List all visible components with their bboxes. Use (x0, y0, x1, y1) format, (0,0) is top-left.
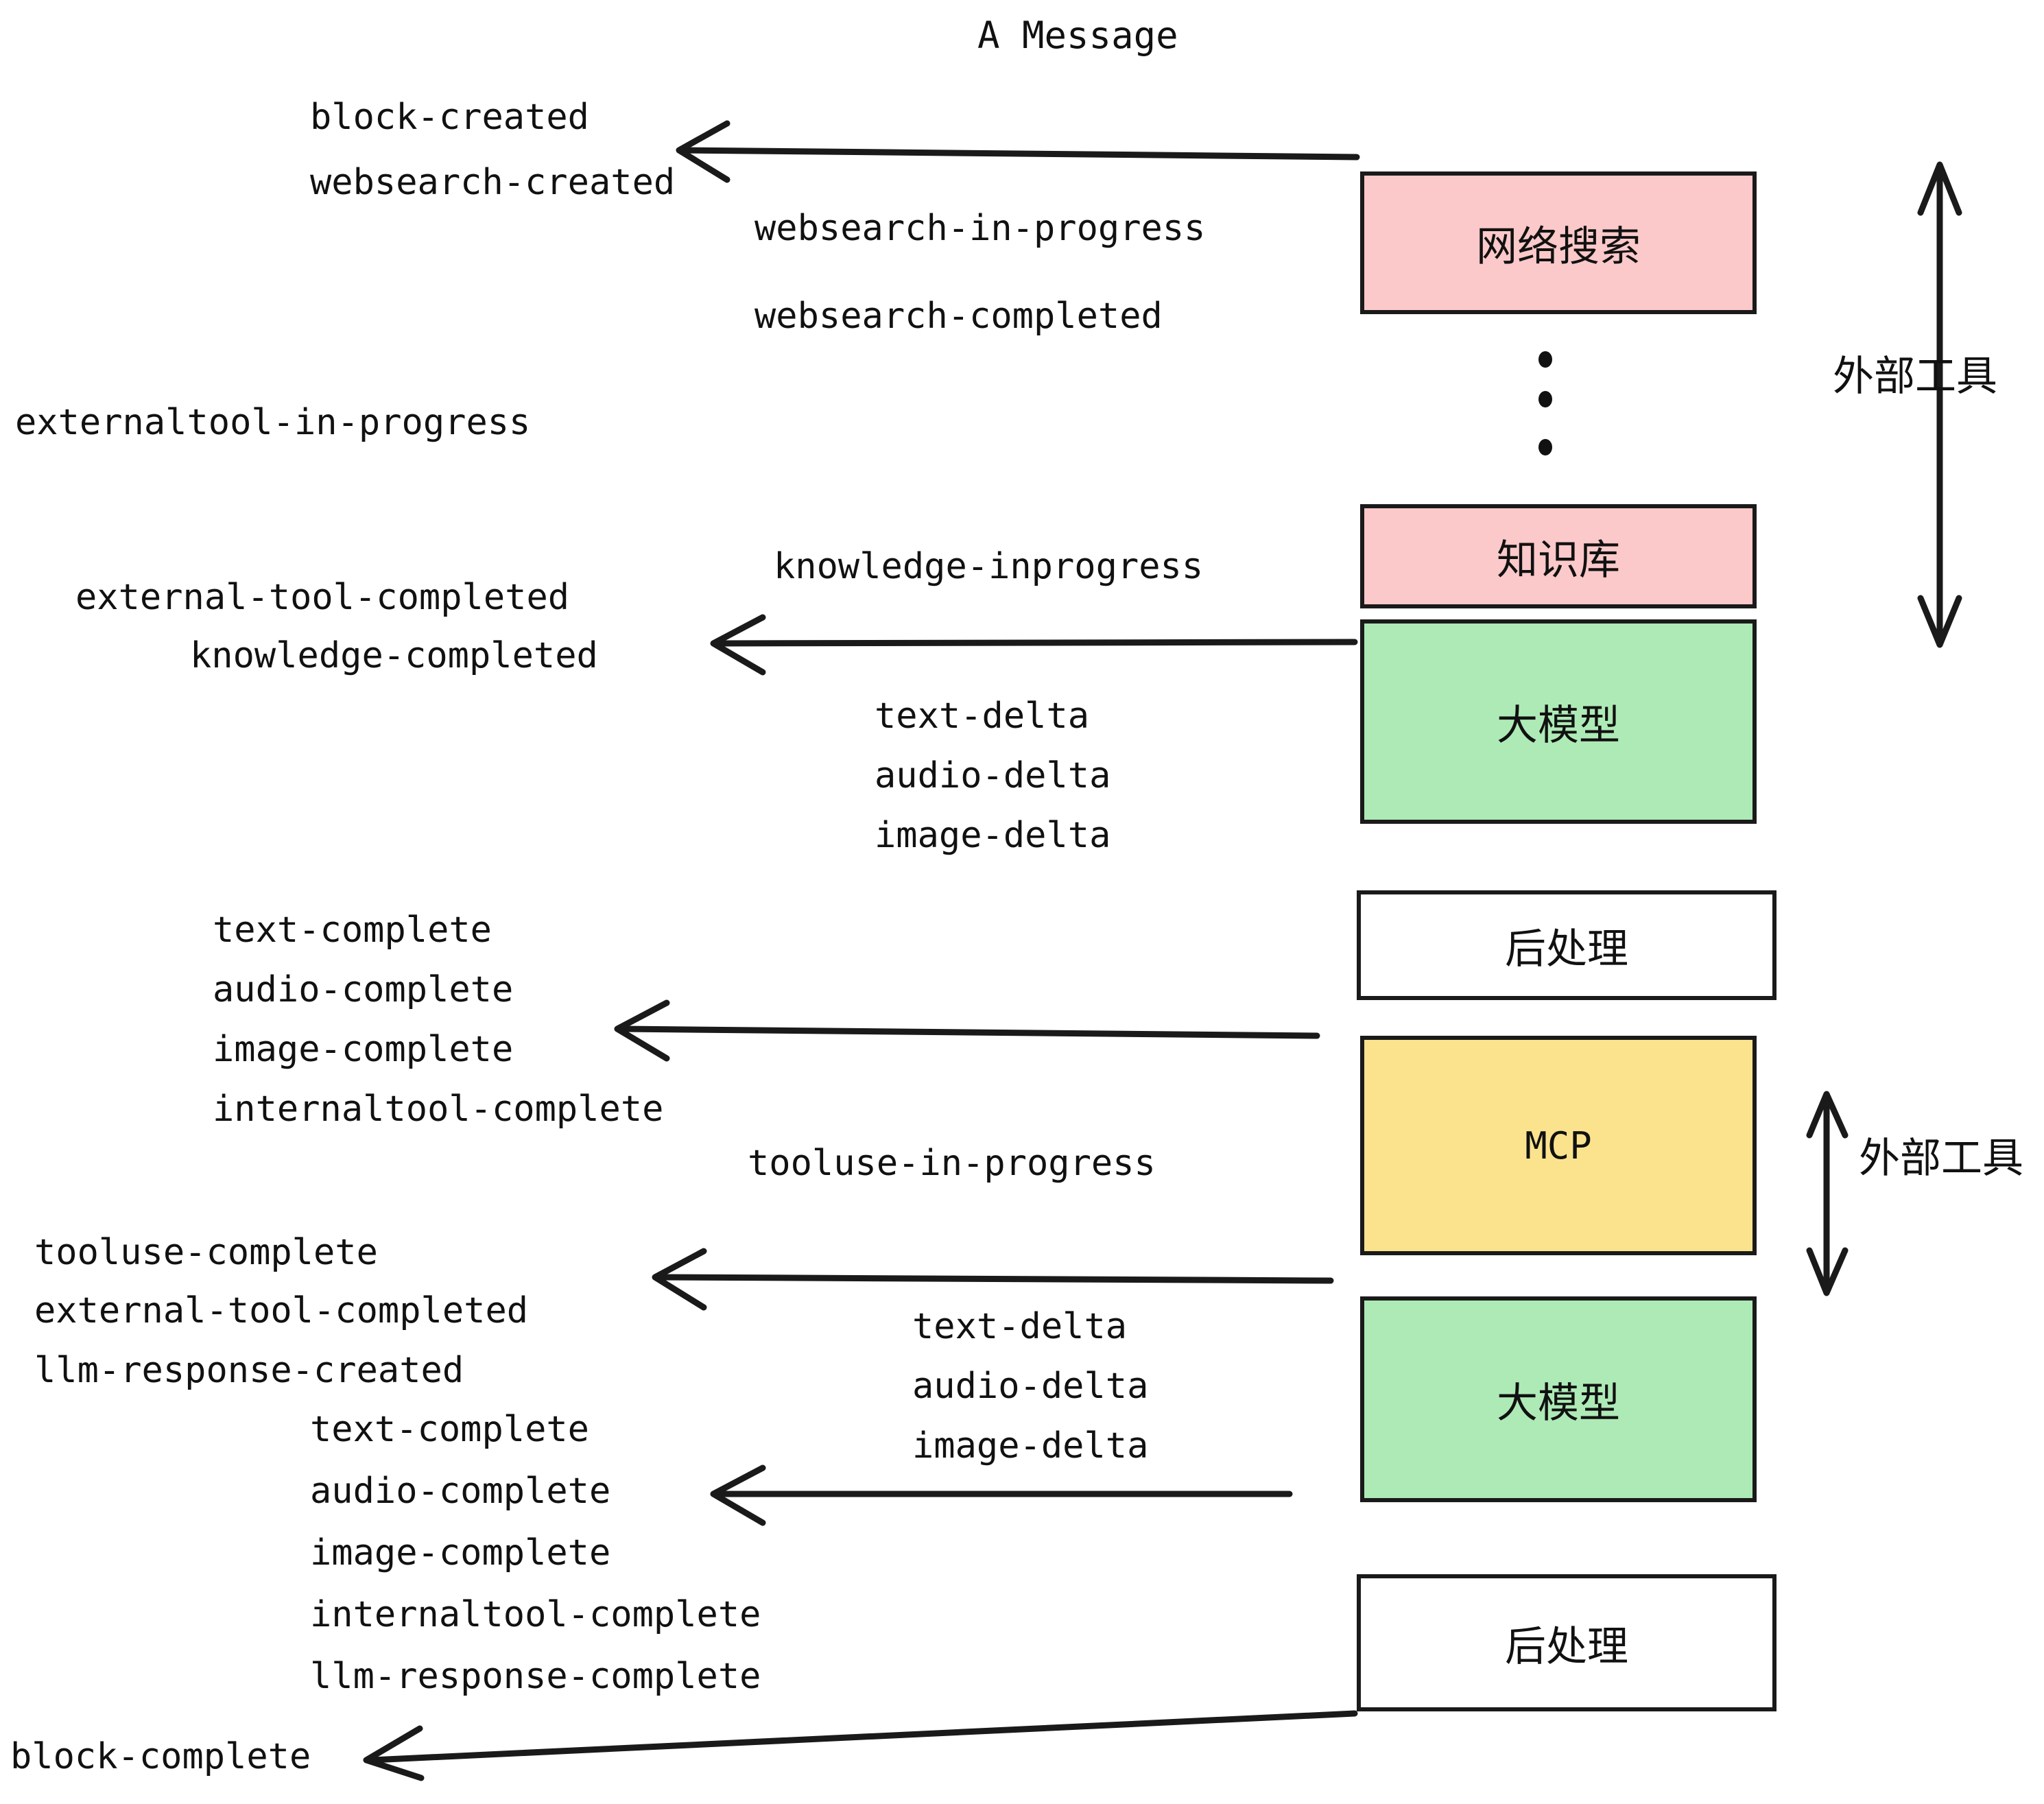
node-mcp-label: MCP (1525, 1124, 1592, 1167)
node-websearch[interactable]: 网络搜索 (1360, 171, 1757, 314)
event-external-tool-completed-2: external-tool-completed (34, 1290, 529, 1331)
event-websearch-completed: websearch-completed (754, 296, 1163, 337)
arrowhead-ext-top-up (1917, 161, 1962, 216)
event-external-tool-completed-1: external-tool-completed (75, 577, 570, 618)
event-block-created: block-created (310, 97, 589, 138)
arrowhead-ext-bot-down (1806, 1247, 1849, 1296)
ellipsis-dot-3 (1538, 439, 1552, 455)
node-llm-bottom[interactable]: 大模型 (1360, 1296, 1757, 1502)
arrow-postprocess-to-image-complete (619, 1025, 1320, 1039)
event-audio-delta-2: audio-delta (912, 1366, 1149, 1407)
event-block-complete: block-complete (10, 1736, 311, 1777)
arrowhead-2 (710, 614, 766, 676)
node-postprocess-bottom-label: 后处理 (1505, 1622, 1628, 1671)
node-llm-top[interactable]: 大模型 (1360, 619, 1757, 824)
event-knowledge-completed: knowledge-completed (190, 635, 598, 676)
event-knowledge-inprogress: knowledge-inprogress (774, 546, 1204, 587)
event-text-delta-2: text-delta (912, 1306, 1128, 1347)
event-websearch-in-progress: websearch-in-progress (754, 208, 1206, 249)
ellipsis-dot-2 (1538, 391, 1552, 407)
event-text-complete-2: text-complete (310, 1409, 589, 1450)
arrow-mcp-to-tooluse-complete (656, 1274, 1334, 1284)
node-knowledge[interactable]: 知识库 (1360, 504, 1757, 608)
event-text-complete-1: text-complete (213, 910, 492, 951)
page-title: A Message (977, 14, 1178, 57)
arrowhead-5 (710, 1464, 766, 1526)
node-postprocess-top-label: 后处理 (1505, 925, 1628, 973)
event-audio-complete-1: audio-complete (213, 969, 514, 1010)
event-image-delta-2: image-delta (912, 1425, 1149, 1467)
event-audio-delta-1: audio-delta (875, 755, 1111, 796)
arrow-knowledge-to-completed (715, 639, 1358, 647)
arrowhead-4 (652, 1248, 707, 1311)
arrow-postprocess-to-block-complete (368, 1710, 1358, 1764)
event-image-complete-1: image-complete (213, 1029, 514, 1070)
node-llm-bottom-label: 大模型 (1497, 1379, 1620, 1427)
node-websearch-label: 网络搜索 (1476, 222, 1641, 271)
annotation-external-tool-bottom: 外部工具 (1859, 1135, 2023, 1183)
arrowhead-3 (614, 999, 670, 1062)
event-image-complete-2: image-complete (310, 1532, 611, 1574)
node-postprocess-bottom[interactable]: 后处理 (1357, 1574, 1776, 1711)
event-tooluse-in-progress: tooluse-in-progress (748, 1143, 1156, 1184)
annotation-external-tool-top: 外部工具 (1833, 353, 1997, 401)
arrowhead-6 (363, 1725, 425, 1781)
node-knowledge-label: 知识库 (1497, 536, 1620, 584)
arrowhead-ext-bot-up (1806, 1091, 1849, 1139)
arrowhead-ext-top-down (1917, 595, 1962, 648)
ellipsis-dot-1 (1538, 351, 1552, 368)
event-text-delta-1: text-delta (875, 696, 1090, 737)
event-internaltool-complete-2: internaltool-complete (310, 1594, 761, 1635)
arrow-websearch-to-block-created (679, 147, 1360, 161)
event-llm-response-complete: llm-response-complete (310, 1656, 761, 1697)
node-postprocess-top[interactable]: 后处理 (1357, 890, 1776, 1000)
event-image-delta-1: image-delta (875, 815, 1111, 856)
node-mcp[interactable]: MCP (1360, 1036, 1757, 1255)
event-internaltool-complete-1: internaltool-complete (213, 1089, 664, 1130)
node-llm-top-label: 大模型 (1497, 701, 1620, 750)
arrowhead-1 (676, 120, 730, 183)
event-websearch-created: websearch-created (310, 162, 676, 203)
event-audio-complete-2: audio-complete (310, 1471, 611, 1512)
event-tooluse-complete: tooluse-complete (34, 1232, 378, 1273)
event-llm-response-created: llm-response-created (34, 1350, 464, 1391)
event-externaltool-in-progress: externaltool-in-progress (15, 402, 531, 443)
